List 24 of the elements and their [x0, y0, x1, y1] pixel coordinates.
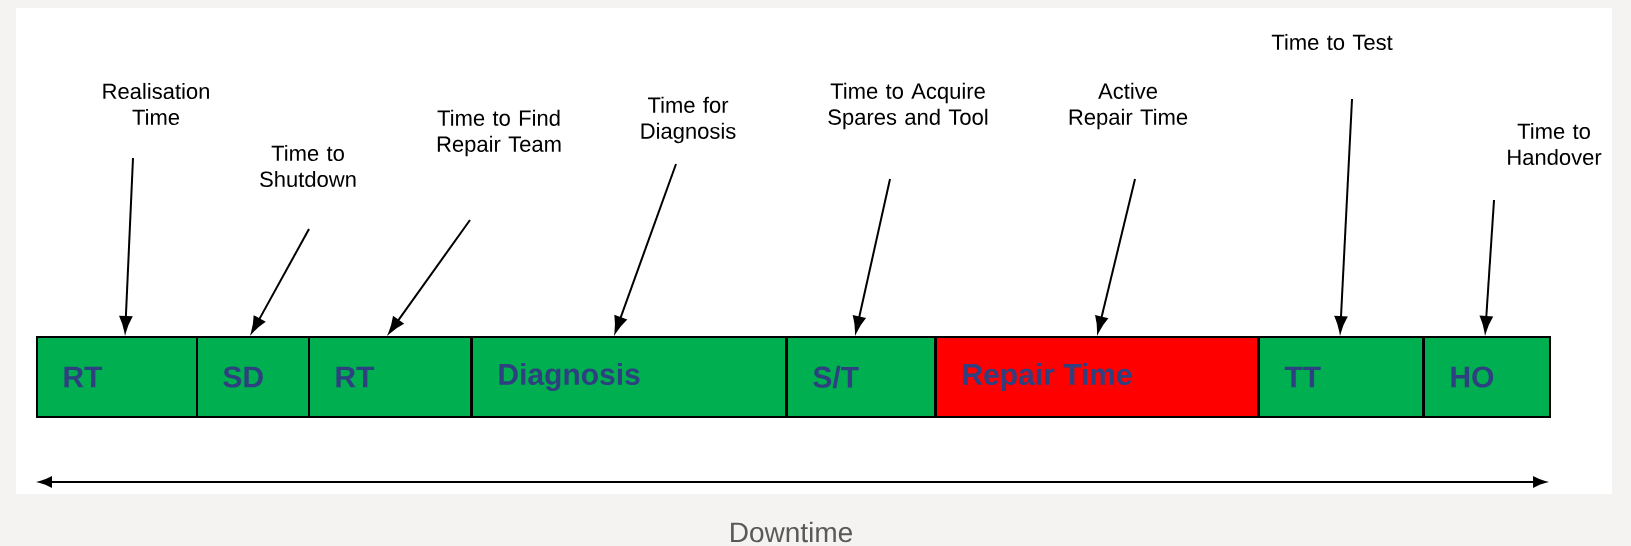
callout-text: Time to Shutdown — [260, 144, 356, 188]
callout-text: Realisation Time — [103, 82, 209, 126]
callout-text: Time to Test — [1271, 33, 1393, 51]
caption: Downtime — [731, 521, 852, 543]
callout-text: Time to Handover — [1508, 122, 1602, 166]
arrow — [614, 163, 677, 333]
callout-text: Active Repair Time — [1069, 82, 1188, 130]
callout-text: Time to Acquire Spares and Tool — [828, 82, 988, 130]
arrow — [1334, 98, 1353, 333]
arrow — [1095, 178, 1136, 333]
timeline-segment: TT — [1258, 336, 1424, 418]
arrow — [251, 228, 310, 334]
arrow — [852, 178, 891, 333]
callout-text: Time to Find Repair Team — [437, 109, 561, 157]
timeline-segment: RT — [308, 336, 472, 418]
callout-text: Time for Diagnosis — [641, 96, 736, 144]
timeline-segment: Repair Time — [935, 336, 1259, 418]
arrow — [388, 219, 471, 334]
timeline-segment: HO — [1423, 336, 1551, 418]
arrow — [1479, 199, 1495, 333]
timeline-segment: SD — [196, 336, 310, 418]
timeline-segment: S/T — [786, 336, 936, 418]
arrow — [119, 157, 134, 333]
timeline-segment: RT — [36, 336, 198, 418]
